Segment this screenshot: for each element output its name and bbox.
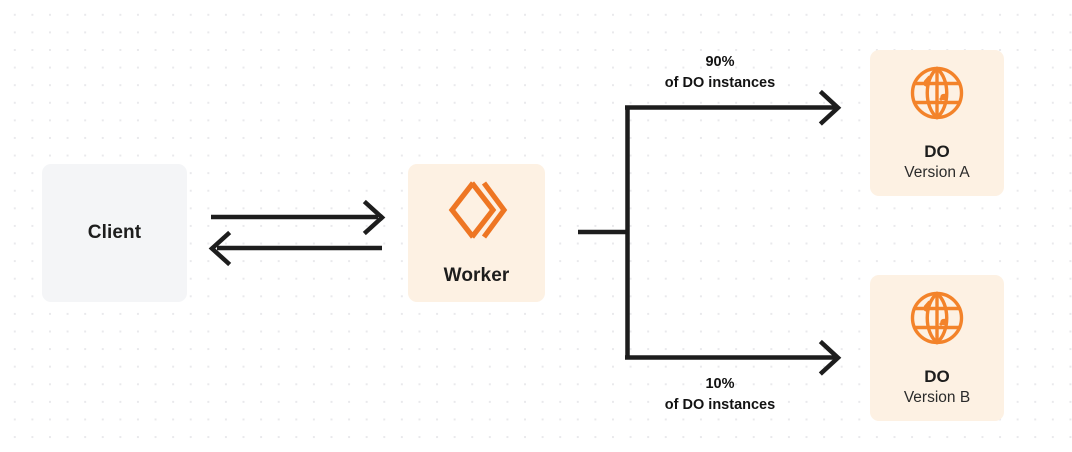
node-do-a-label: DO: [924, 141, 950, 161]
node-client[interactable]: Client: [42, 164, 187, 302]
globe-icon: [907, 288, 967, 358]
edge-label-do-b-percent: 10%: [705, 376, 735, 392]
edge-label-do-a: 90% of DO instances: [620, 52, 820, 94]
edge-label-do-b-description: of DO instances: [664, 397, 776, 414]
node-do-a-sublabel: Version A: [904, 164, 970, 182]
node-client-label: Client: [87, 222, 142, 244]
edge-label-do-b: 10% of DO instances: [620, 374, 820, 416]
edge-label-do-a-description: of DO instances: [664, 75, 776, 92]
edge-label-do-a-percent: 90%: [705, 54, 735, 70]
node-do-b-label: DO: [924, 366, 950, 386]
node-do-version-b[interactable]: DO Version B: [870, 275, 1004, 421]
arrow-worker-to-do-b: [625, 339, 842, 376]
node-do-b-sublabel: Version B: [903, 389, 971, 407]
arrow-worker-to-do-a: [625, 89, 842, 126]
node-do-version-a[interactable]: DO Version A: [870, 50, 1004, 196]
globe-icon: [907, 63, 967, 133]
node-worker-label: Worker: [443, 264, 510, 286]
arrow-client-to-worker: [211, 199, 386, 236]
arrow-worker-to-client: [208, 230, 382, 267]
cloudflare-workers-icon: [446, 179, 508, 251]
node-worker[interactable]: Worker: [408, 164, 545, 302]
